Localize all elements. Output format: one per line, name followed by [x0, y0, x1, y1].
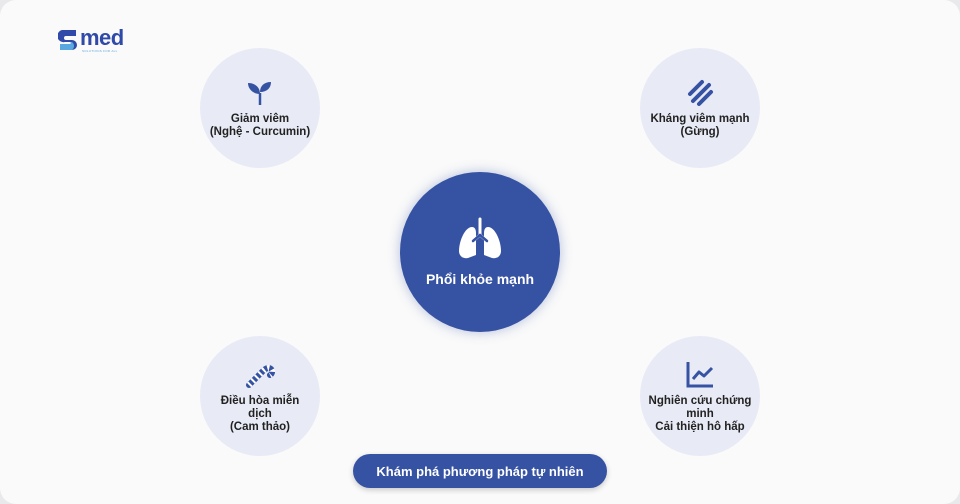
logo-mark-icon	[58, 30, 77, 50]
node-label-line1: Điều hòa miễn	[220, 394, 300, 407]
candy-cane-icon	[246, 364, 275, 388]
node-label-line1: Nghiên cứu chứng	[648, 394, 752, 407]
node-label-line1: Kháng viêm mạnh	[650, 113, 750, 125]
node-label-line3: (Cam thảo)	[229, 420, 291, 433]
sprout-icon	[248, 82, 271, 105]
logo: med SOLUTIONS FOR ALL	[58, 25, 124, 53]
node-turmeric: Giảm viêm(Nghệ - Curcumin)	[200, 48, 320, 168]
chart-line-icon	[686, 361, 714, 387]
node-label-line2: dịch	[248, 407, 272, 420]
node-label-line2: (Gừng)	[680, 126, 720, 138]
node-label-line3: Cải thiện hô hấp	[655, 420, 745, 433]
node-label-line2: (Nghệ - Curcumin)	[209, 126, 311, 138]
lungs-icon	[459, 217, 501, 259]
logo-tagline: SOLUTIONS FOR ALL	[82, 49, 118, 53]
node-label-line1: Giảm viêm	[230, 113, 290, 125]
logo-text: med	[80, 25, 124, 50]
explore-button[interactable]: Khám phá phương pháp tự nhiên	[353, 454, 607, 488]
center-label: Phổi khỏe mạnh	[425, 271, 535, 287]
center-node: Phổi khỏe mạnh	[400, 172, 560, 332]
ginger-icon	[688, 80, 713, 106]
node-label-line2: minh	[686, 407, 714, 420]
node-ginger: Kháng viêm mạnh(Gừng)	[640, 48, 760, 168]
